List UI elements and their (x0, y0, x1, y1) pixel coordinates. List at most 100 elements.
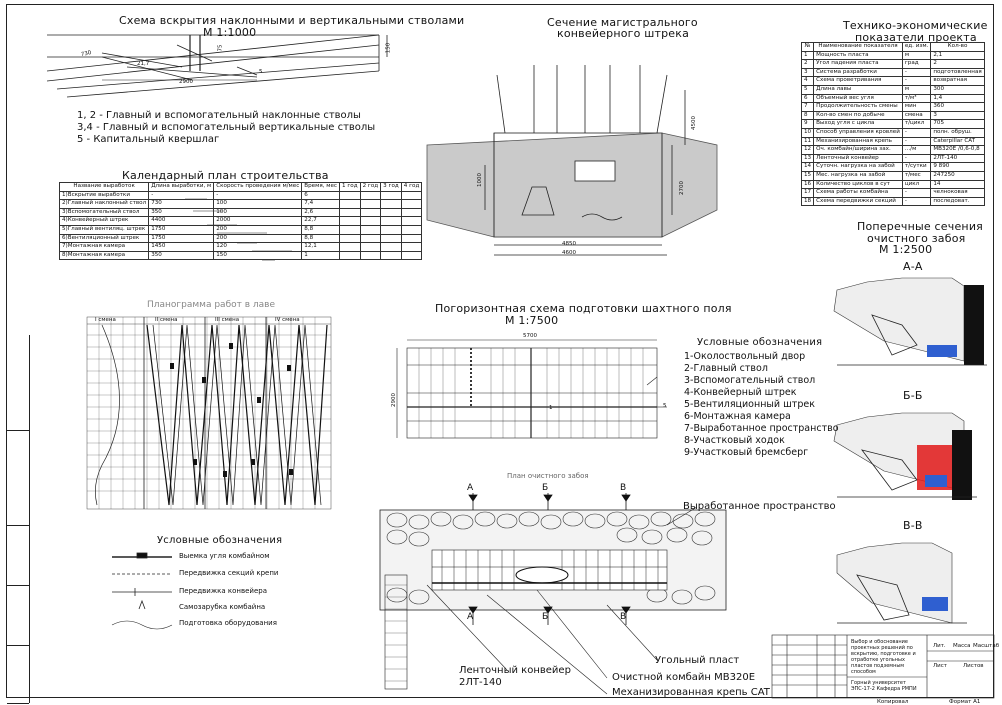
calendar-year-cell (400, 199, 423, 209)
tep-cell: Кол-во смен по добыче (813, 110, 903, 121)
tep-cell: 2,1 (930, 50, 985, 61)
label-conveyor: Ленточный конвейер (459, 665, 571, 676)
calendar-year-cell (380, 233, 402, 244)
horiz-legend-1: 1-Околоствольный двор (684, 351, 806, 362)
stamp-sheets: Листов (963, 663, 984, 669)
plano-legend-3: Передвижка конвейера (179, 587, 267, 595)
section-c (836, 542, 967, 624)
tep-cell: Угол падения пласта (813, 59, 903, 69)
dim-2900: 2900 (179, 79, 193, 85)
calendar-header-row: Название выработок Длина выработки, м Ск… (58, 182, 423, 192)
shift-3: III смена (215, 317, 240, 323)
calendar-header: Скорость проведения м/мес (213, 182, 303, 192)
dim-5700: 5700 (523, 333, 537, 339)
tep-cell: т/м³ (901, 93, 932, 104)
tep-cell: 6 (800, 93, 815, 104)
tep-cell: 13 (800, 153, 815, 164)
label-goaf: Выработанное пространство (683, 501, 836, 512)
tep-cell: 300 (930, 84, 985, 95)
plano-legend-2: Передвижка секций крепи (179, 569, 279, 577)
plano-legend-symbols (111, 552, 173, 630)
tep-header: Наименование показателя (813, 42, 903, 52)
calendar-cell: 100 (213, 199, 303, 209)
drawing-sheet: Схема вскрытия наклонными и вертикальным… (6, 4, 999, 705)
tep-cell: 2 (930, 59, 985, 69)
tep-cell: Объемный вес угля (813, 93, 903, 104)
side-cell (7, 335, 29, 431)
stamp-org: Горный университет ЭПС-17-2 Кафедра РМПИ (851, 680, 917, 692)
calendar-year-cell (380, 207, 402, 218)
tep-cell: 360 (930, 102, 985, 112)
shaft-scheme (46, 34, 388, 98)
calendar-cell: 4400 (148, 216, 215, 226)
tep-cell: Мощность пласта (813, 50, 903, 61)
calendar-cell: - (148, 190, 215, 201)
tep-cell: 7 (800, 102, 815, 112)
calendar-header: 1 год (339, 182, 361, 192)
tep-cell: 14 (800, 162, 815, 172)
section-b (833, 412, 977, 500)
calendar-table: Название выработок Длина выработки, м Ск… (58, 182, 423, 261)
calendar-year-cell (359, 199, 382, 209)
tep-cell: 3 (800, 67, 815, 78)
calendar-year-cell (339, 207, 361, 218)
tep-cell: Ленточный конвейер (813, 153, 903, 164)
calendar-year-cell (359, 216, 382, 226)
dim-150: 150 (385, 42, 392, 54)
stamp-mass: Масса (953, 643, 971, 649)
calendar-cell: 22,7 (301, 216, 341, 226)
tep-cell: - (901, 196, 932, 207)
dim-21: 21,7 (137, 61, 150, 67)
calendar-year-cell (400, 190, 423, 201)
calendar-year-cell (339, 190, 361, 201)
tep-cell: 2ЛТ-140 (930, 153, 985, 164)
shaft-legend-1: 1, 2 - Главный и вспомогательный наклонн… (77, 110, 361, 121)
tep-cell: - (901, 127, 932, 138)
stamp-lit: Лит. (933, 643, 946, 649)
calendar-year-cell (380, 224, 402, 235)
stamp-format: Формат А1 (949, 699, 981, 705)
horiz-legend-title: Условные обозначения (697, 337, 823, 348)
tep-cell: 3 (930, 110, 985, 121)
label-shearer: Очистной комбайн МВ320Е (612, 672, 756, 683)
tep-cell: м (901, 50, 932, 61)
stamp-copied: Копировал (877, 699, 909, 705)
planogram (86, 316, 332, 510)
calendar-cell: 8)Монтажная камера (58, 250, 150, 261)
calendar-header: 2 год (359, 182, 382, 192)
tep-cell: Схема работы комбайна (813, 188, 903, 198)
tep-cell: 4 (800, 76, 815, 86)
tep-cell: Схема передвижки секций (813, 196, 903, 207)
calendar-year-cell (339, 199, 361, 209)
horiz-legend-2: 2-Главный ствол (684, 363, 768, 374)
tep-cell: Продолжительность смены (813, 102, 903, 112)
tep-cell: 16 (800, 179, 815, 190)
label-support: Механизированная крепь CAT (612, 687, 770, 698)
plano-legend-5: Подготовка оборудования (179, 619, 277, 627)
calendar-year-cell (339, 224, 361, 235)
calendar-cell: 7,4 (301, 199, 341, 209)
horiz-legend-8: 8-Участковый ходок (684, 435, 785, 446)
side-cell (7, 430, 29, 526)
tep-cell: МВ320Е /0,6-0,8 (930, 145, 985, 155)
tep-cell: 9 (800, 119, 815, 129)
tep-cell: 8 (800, 110, 815, 121)
calendar-cell: 2000 (213, 216, 303, 226)
calendar-header: Время, мес (301, 182, 341, 192)
tep-header: № (800, 42, 815, 52)
tep-cell: 247250 (930, 170, 985, 181)
dim-4600: 4600 (562, 250, 576, 256)
face-plan (379, 493, 727, 695)
tep-header: Кол-во (930, 42, 985, 52)
tep-cell: 10 (800, 127, 815, 138)
calendar-year-cell (339, 250, 361, 261)
calendar-cell: 200 (213, 233, 303, 244)
tep-cell: Схема проветривания (813, 76, 903, 86)
